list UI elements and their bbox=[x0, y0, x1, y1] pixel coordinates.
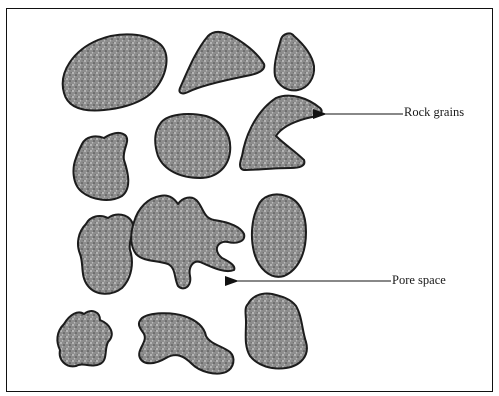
rock-grain bbox=[240, 96, 322, 170]
rock-grain bbox=[246, 293, 307, 368]
rock-grain bbox=[252, 194, 306, 276]
rock-grain bbox=[63, 34, 167, 110]
rock-grain bbox=[74, 133, 129, 200]
rock-grain bbox=[57, 311, 111, 366]
rock-grains bbox=[57, 32, 321, 374]
pore-space-label: Pore space bbox=[392, 273, 446, 288]
rock-grain bbox=[78, 215, 133, 294]
rock-grain bbox=[139, 313, 234, 373]
rock-grain bbox=[155, 114, 230, 178]
rock-grain bbox=[275, 33, 315, 90]
rock-grain bbox=[179, 32, 264, 94]
rock-grain bbox=[131, 195, 244, 288]
rock-grains-label: Rock grains bbox=[404, 105, 464, 120]
